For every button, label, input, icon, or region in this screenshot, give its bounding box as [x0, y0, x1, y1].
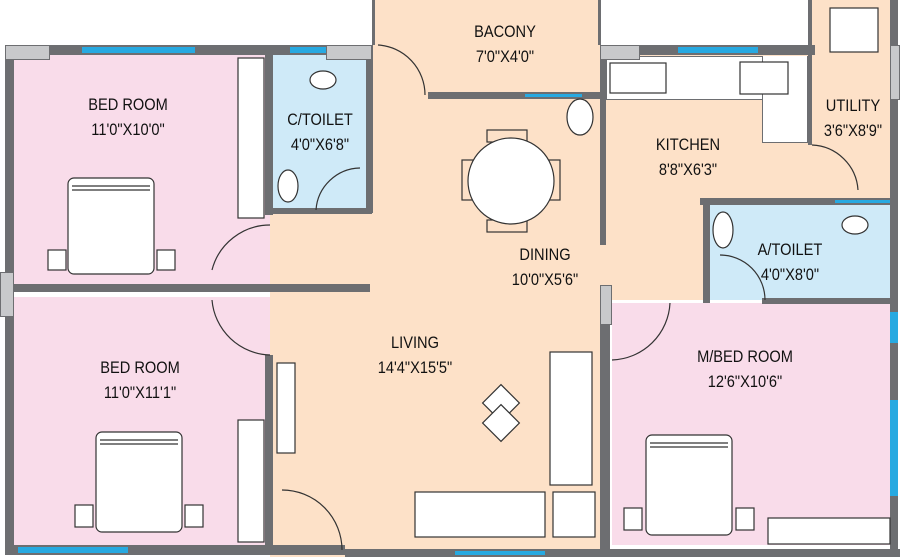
room-label-utility: UTILITY 3'6"X8'9"	[814, 93, 891, 143]
room-label-living: LIVING 14'4"X15'5"	[355, 330, 475, 380]
wardrobe-icon	[237, 57, 265, 219]
wall	[428, 92, 606, 99]
washing-machine-icon	[829, 7, 879, 53]
room-size: 12'6"X10'6"	[707, 372, 783, 391]
coffee-table-icon	[481, 383, 521, 443]
window	[82, 45, 195, 55]
washbasin-icon	[566, 98, 594, 136]
wall	[372, 0, 375, 45]
room-size: 11'0"X10'0"	[91, 120, 165, 139]
pillar	[600, 45, 640, 60]
bed-icon	[623, 434, 755, 536]
room-label-bedroom-1: BED ROOM 11'0"X10'0"	[68, 92, 188, 142]
room-name: M/BED ROOM	[697, 347, 793, 366]
room-size: 11'0"X11'1"	[103, 383, 177, 402]
room-label-kitchen: KITCHEN 8'8"X6'3"	[628, 132, 748, 182]
wall	[762, 298, 895, 304]
tv-unit-icon	[276, 362, 296, 454]
room-name: A/TOILET	[757, 240, 823, 259]
balcony	[372, 0, 600, 98]
room-name: LIVING	[391, 333, 439, 352]
room-label-attached-toilet: A/TOILET 4'0"X8'0"	[747, 237, 833, 287]
window	[835, 198, 890, 205]
stove-icon	[739, 61, 789, 95]
wall	[598, 0, 601, 45]
pillar	[5, 45, 50, 60]
room-name: KITCHEN	[655, 135, 721, 154]
room-name: BED ROOM	[100, 358, 180, 377]
bed-icon	[74, 431, 204, 533]
room-size: 10'0"X5'6"	[511, 270, 579, 289]
room-label-dining: DINING 10'0"X5'6"	[485, 242, 605, 292]
washbasin-icon	[712, 211, 734, 249]
room-name: C/TOILET	[287, 110, 353, 129]
wall	[600, 288, 610, 549]
toilet-icon	[309, 70, 337, 90]
pillar	[0, 272, 14, 317]
wall	[700, 198, 895, 205]
wall	[890, 0, 898, 557]
window	[890, 398, 898, 498]
window	[890, 310, 898, 345]
wall	[600, 55, 606, 245]
wall	[703, 198, 710, 303]
room-name: BACONY	[474, 22, 536, 41]
wall	[265, 208, 372, 214]
wall	[808, 0, 812, 145]
room-label-bedroom-2: BED ROOM 11'0"X11'1"	[80, 355, 200, 405]
room-name: UTILITY	[825, 96, 881, 115]
wall	[14, 284, 370, 292]
washbasin-icon	[277, 169, 299, 203]
sink-icon	[609, 62, 667, 94]
pillar	[600, 285, 612, 325]
wall	[366, 45, 373, 213]
wall	[265, 55, 273, 215]
room-size: 4'0"X6'8"	[290, 135, 350, 154]
room-label-master-bedroom: M/BED ROOM 12'6"X10'6"	[681, 344, 810, 394]
room-label-common-toilet: C/TOILET 4'0"X6'8"	[277, 107, 363, 157]
window	[525, 92, 582, 99]
bed-icon	[47, 177, 176, 275]
room-size: 7'0"X4'0"	[475, 47, 535, 66]
pillar	[890, 45, 900, 100]
room-name: BED ROOM	[88, 95, 168, 114]
window	[18, 545, 128, 555]
sofa-icon	[414, 351, 596, 538]
door-swing-icon	[211, 44, 859, 551]
room-size: 3'6"X8'9"	[823, 121, 883, 140]
window	[455, 549, 545, 557]
wall	[345, 549, 900, 557]
window	[678, 45, 758, 55]
toilet-icon	[841, 215, 869, 235]
wardrobe-icon	[237, 419, 265, 543]
pillar	[326, 45, 372, 60]
window	[290, 45, 327, 55]
wall	[265, 355, 273, 545]
wardrobe-icon	[767, 517, 891, 545]
wall	[5, 545, 345, 555]
dining-table-icon	[461, 129, 561, 233]
room-size: 14'4"X15'5"	[377, 358, 453, 377]
room-size: 8'8"X6'3"	[658, 160, 718, 179]
room-name: DINING	[519, 245, 571, 264]
room-size: 4'0"X8'0"	[760, 265, 820, 284]
room-label-balcony: BACONY 7'0"X4'0"	[445, 19, 565, 69]
